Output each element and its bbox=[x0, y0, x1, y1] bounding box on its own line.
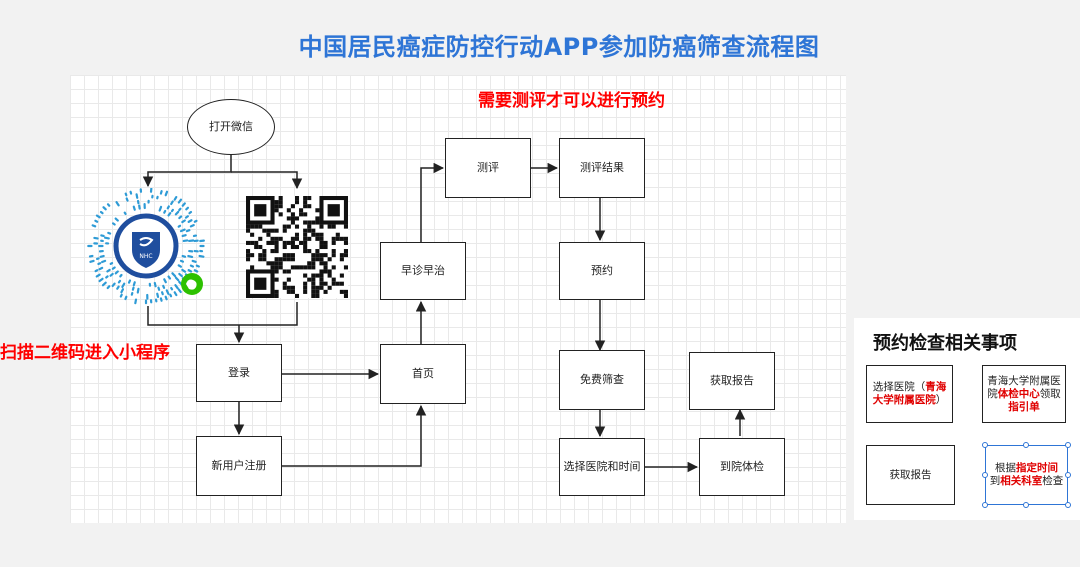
resize-handle[interactable] bbox=[982, 472, 988, 478]
panel-step2-a: 青海大学附属医院 bbox=[987, 374, 1061, 400]
page-title: 中国居民癌症防控行动APP参加防癌筛查流程图 bbox=[298, 33, 820, 61]
panel-step-get-report: 获取报告 bbox=[866, 445, 955, 505]
panel-step1-highlight: 青海大学附属医院 bbox=[872, 381, 947, 406]
note-scan-qr: 扫描二维码进入小程序 bbox=[0, 343, 170, 363]
resize-handle[interactable] bbox=[982, 442, 988, 448]
panel-step3-b: 指定时间 bbox=[1016, 462, 1058, 474]
panel-step1-suffix: ） bbox=[935, 394, 947, 406]
panel-step-collect-guide: 青海大学附属医院体检中心领取指引单 bbox=[982, 365, 1066, 423]
panel-step3-c: 到 bbox=[989, 475, 1001, 487]
resize-handle[interactable] bbox=[1065, 502, 1071, 508]
panel-step-choose-hospital: 选择医院（青海大学附属医院） bbox=[866, 365, 953, 423]
node-new-user-register: 新用户注册 bbox=[196, 436, 282, 496]
node-login: 登录 bbox=[196, 344, 282, 402]
mini-program-code: NHC bbox=[87, 188, 205, 305]
resize-handle[interactable] bbox=[982, 502, 988, 508]
node-home: 首页 bbox=[380, 344, 466, 404]
panel-step2-b: 体检中心 bbox=[997, 387, 1040, 400]
resize-handle[interactable] bbox=[1023, 442, 1029, 448]
node-assessment-result: 测评结果 bbox=[559, 138, 645, 198]
panel-step3-e: 检查 bbox=[1042, 475, 1064, 487]
resize-handle[interactable] bbox=[1023, 502, 1029, 508]
resize-handle[interactable] bbox=[1065, 442, 1071, 448]
note-assessment-required: 需要测评才可以进行预约 bbox=[478, 91, 665, 111]
panel-step3-d: 相关科室 bbox=[1000, 475, 1043, 487]
node-get-report: 获取报告 bbox=[689, 352, 775, 410]
node-appointment: 预约 bbox=[559, 242, 645, 300]
qr-code bbox=[246, 196, 348, 298]
node-choose-hospital-time: 选择医院和时间 bbox=[559, 438, 645, 496]
node-early-diagnosis: 早诊早治 bbox=[380, 242, 466, 300]
panel-step-department-check[interactable]: 根据指定时间到相关科室检查 bbox=[985, 445, 1068, 505]
node-free-screening: 免费筛查 bbox=[559, 350, 645, 410]
node-go-to-hospital: 到院体检 bbox=[699, 438, 785, 496]
panel-step2-c: 领取 bbox=[1039, 387, 1061, 400]
node-assessment: 测评 bbox=[445, 138, 531, 198]
panel-step1-prefix: 选择医院（ bbox=[872, 381, 926, 393]
panel-step2-d: 指引单 bbox=[1008, 400, 1040, 413]
mini-program-logo-text: NHC bbox=[139, 253, 152, 260]
panel-title: 预约检查相关事项 bbox=[873, 333, 1017, 354]
resize-handle[interactable] bbox=[1065, 472, 1071, 478]
panel-step3-a: 根据 bbox=[995, 462, 1016, 474]
node-open-wechat: 打开微信 bbox=[187, 99, 275, 155]
